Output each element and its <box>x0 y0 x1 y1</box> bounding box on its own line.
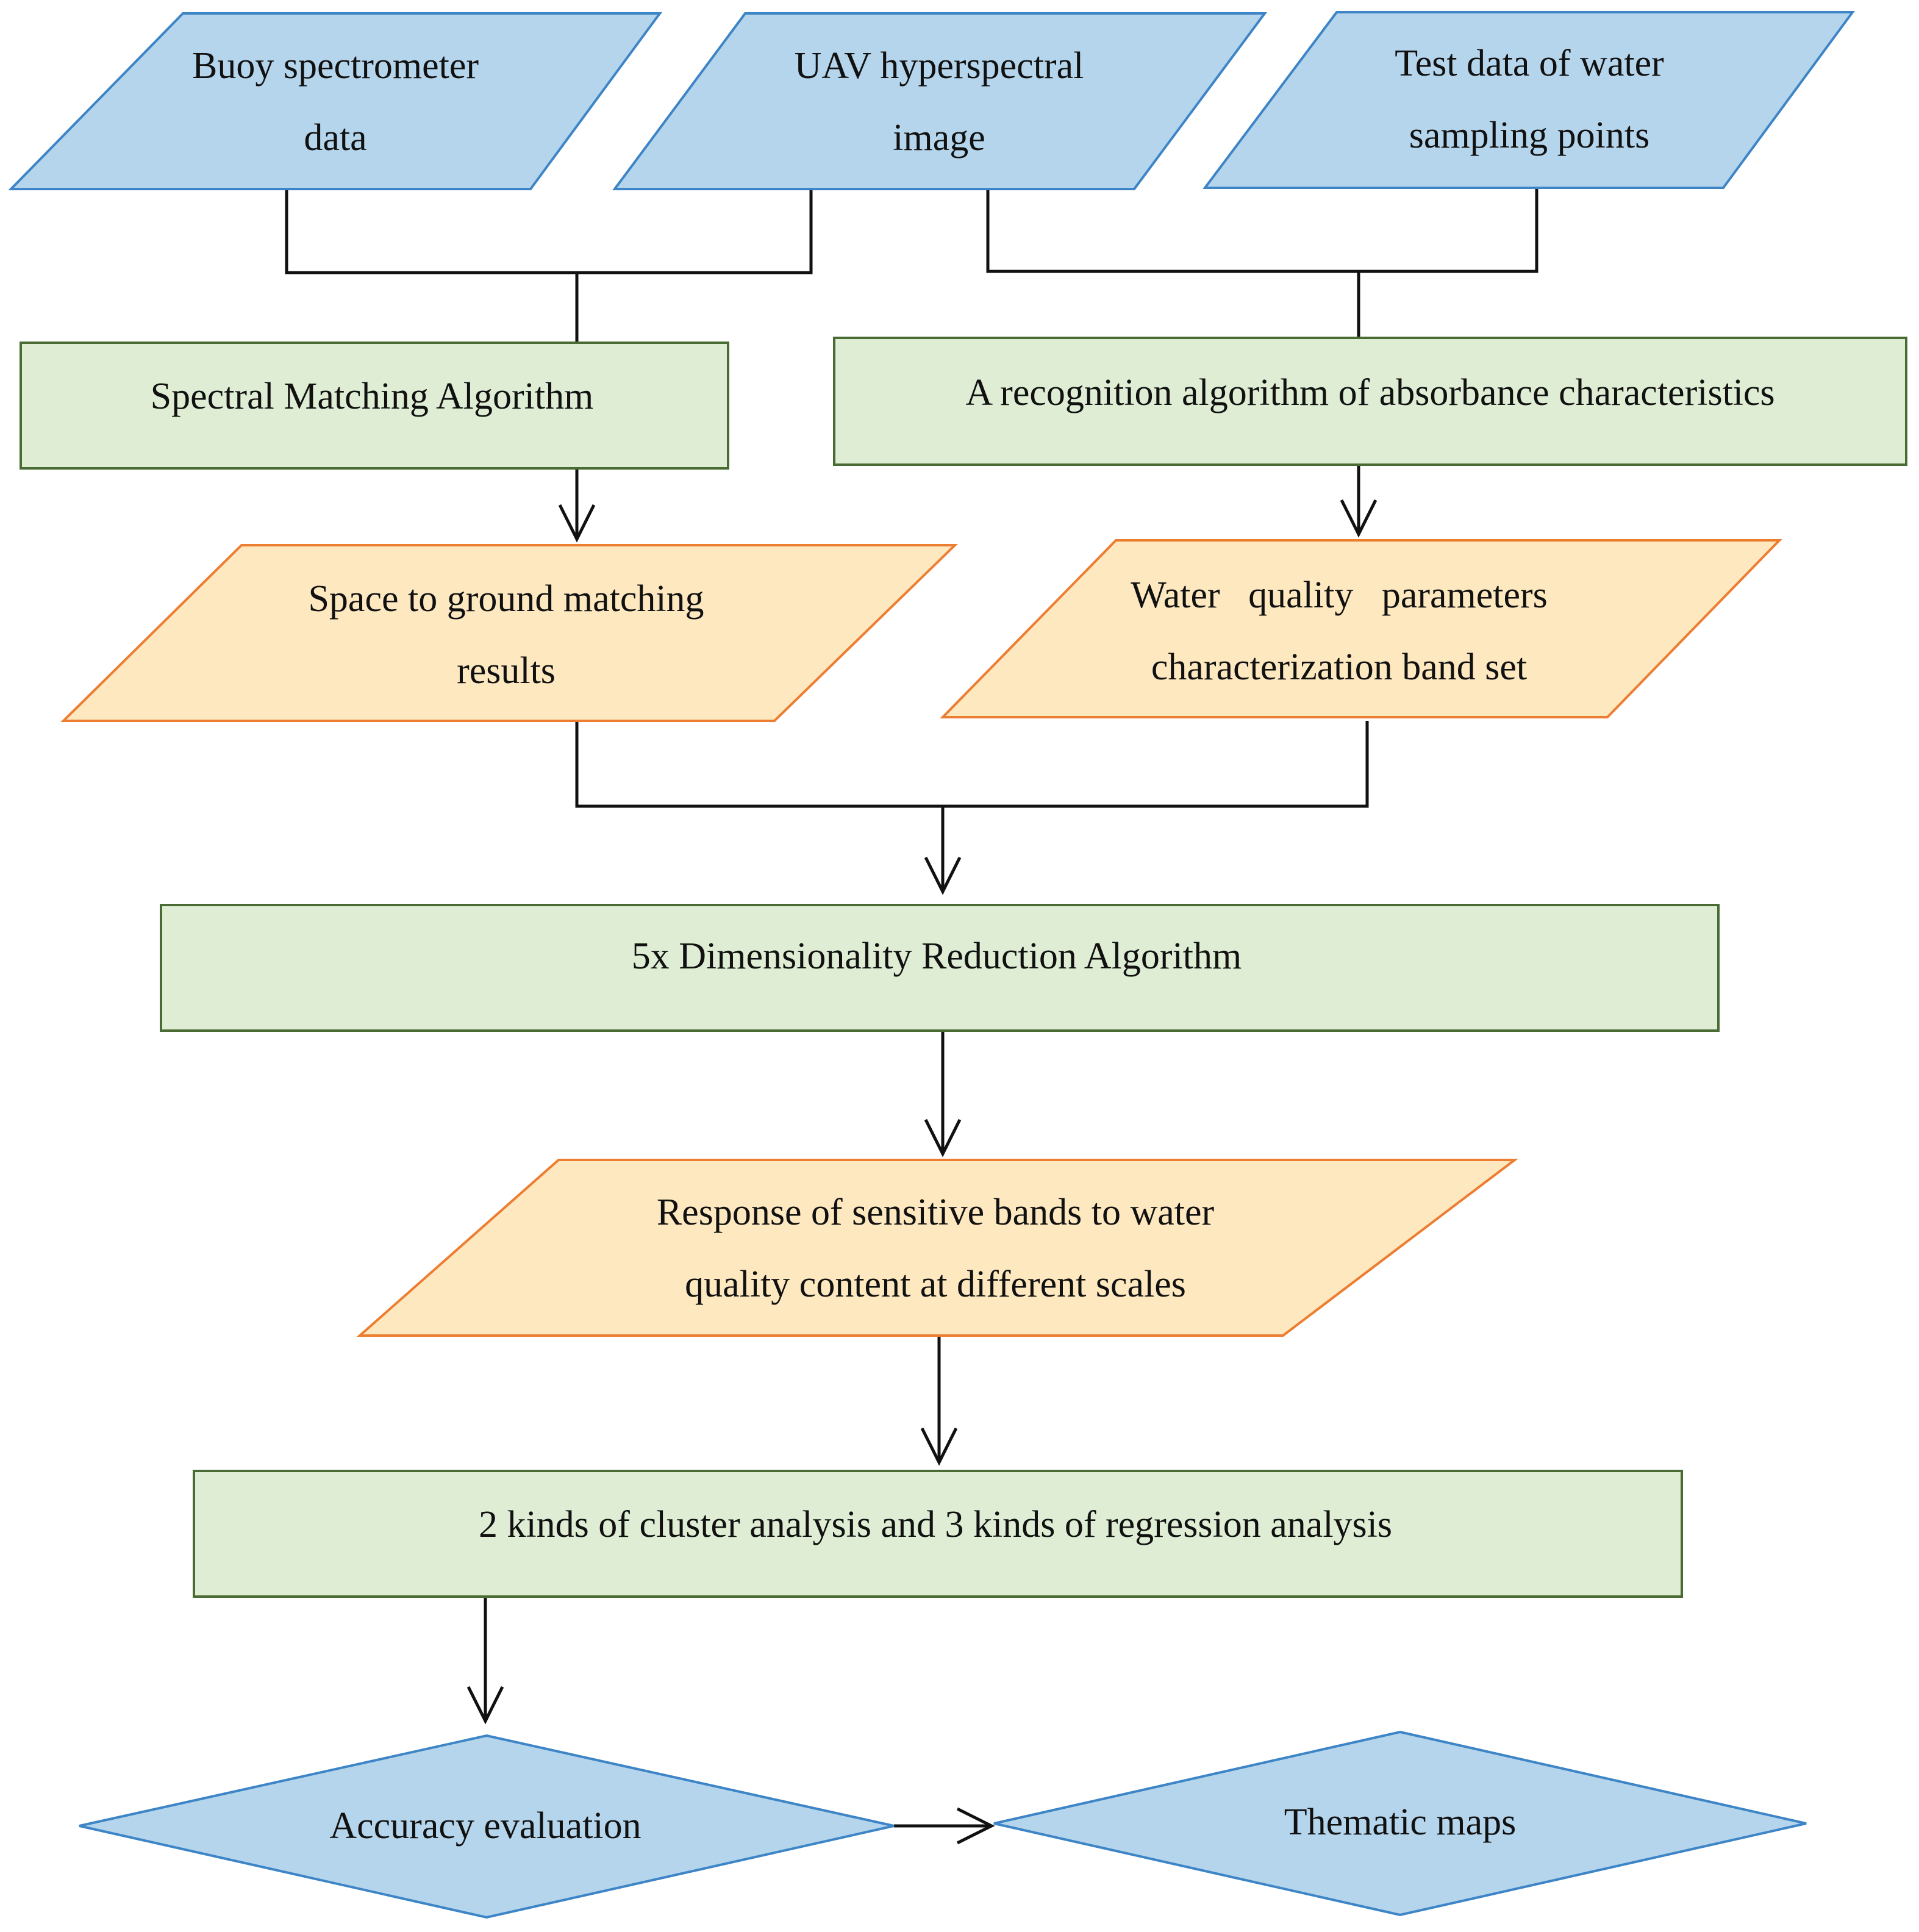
process-dim-reduction-box <box>160 904 1720 1032</box>
process-analysis-box <box>193 1470 1683 1598</box>
output-space-ground: Space to ground matching results <box>60 544 958 722</box>
connectors <box>285 188 1538 1845</box>
input-uav-line2: image <box>893 117 985 159</box>
input-buoy-spectrometer: Buoy spectrometer data <box>8 12 662 190</box>
decision-accuracy-shape <box>79 1734 895 1919</box>
output-space-ground-shape <box>60 544 958 722</box>
input-buoy-shape <box>8 12 662 190</box>
arrowhead-analysis-to-accuracy <box>466 1686 504 1725</box>
process-analysis: 2 kinds of cluster analysis and 3 kinds … <box>193 1470 1683 1598</box>
input-uav-hyperspectral: UAV hyperspectral image <box>612 12 1267 190</box>
process-dim-reduction: 5x Dimensionality Reduction Algorithm <box>160 904 1720 1032</box>
input-test-line2: sampling points <box>1409 115 1649 156</box>
output-space-ground-line2: results <box>457 650 556 692</box>
decision-accuracy: Accuracy evaluation <box>79 1734 895 1919</box>
process-dim-reduction-label: 5x Dimensionality Reduction Algorithm <box>632 936 1242 977</box>
arrowhead-spectral-to-space-ground <box>558 504 596 543</box>
output-response: Response of sensitive bands to water qua… <box>356 1159 1518 1337</box>
input-test-line1: Test data of water <box>1395 43 1664 84</box>
input-test-shape <box>1203 11 1855 189</box>
connector-inputs-to-recognition <box>986 188 1538 273</box>
arrowhead-dim-reduction-to-response <box>924 1118 962 1157</box>
process-recognition-box <box>833 337 1907 466</box>
output-response-line1: Response of sensitive bands to water <box>657 1192 1215 1233</box>
output-band-set-line1: Water quality parameters <box>1131 574 1548 616</box>
connector-inputs-to-spectral-matching <box>285 189 813 274</box>
input-buoy-line1: Buoy spectrometer <box>192 45 479 87</box>
process-recognition: A recognition algorithm of absorbance ch… <box>833 337 1907 466</box>
process-recognition-label: A recognition algorithm of absorbance ch… <box>965 372 1774 413</box>
process-spectral-matching: Spectral Matching Algorithm <box>20 342 729 470</box>
decision-accuracy-label: Accuracy evaluation <box>329 1805 641 1847</box>
input-buoy-line2: data <box>304 117 366 159</box>
output-band-set-line2: characterization band set <box>1151 646 1527 688</box>
process-spectral-matching-label: Spectral Matching Algorithm <box>151 376 594 417</box>
arrowhead-accuracy-to-thematic <box>956 1807 995 1845</box>
arrowhead-join-to-dim-reduction <box>924 856 962 895</box>
decision-thematic-shape <box>993 1730 1807 1917</box>
decision-thematic: Thematic maps <box>993 1730 1807 1917</box>
process-spectral-matching-box <box>20 342 729 470</box>
output-response-line2: quality content at different scales <box>685 1264 1186 1305</box>
input-uav-shape <box>612 12 1267 190</box>
output-band-set: Water quality parameters characterizatio… <box>940 539 1782 718</box>
input-test-data: Test data of water sampling points <box>1203 11 1855 189</box>
process-analysis-label: 2 kinds of cluster analysis and 3 kinds … <box>479 1504 1392 1545</box>
connector-outputs-to-dim-reduction <box>575 721 1369 808</box>
output-space-ground-line1: Space to ground matching <box>308 578 704 620</box>
output-response-shape <box>356 1159 1518 1337</box>
arrowhead-recognition-to-band-set <box>1340 499 1378 538</box>
arrowhead-response-to-analysis <box>920 1427 958 1466</box>
input-uav-line1: UAV hyperspectral <box>795 45 1084 87</box>
output-band-set-shape <box>940 539 1782 718</box>
decision-thematic-label: Thematic maps <box>1284 1801 1516 1843</box>
